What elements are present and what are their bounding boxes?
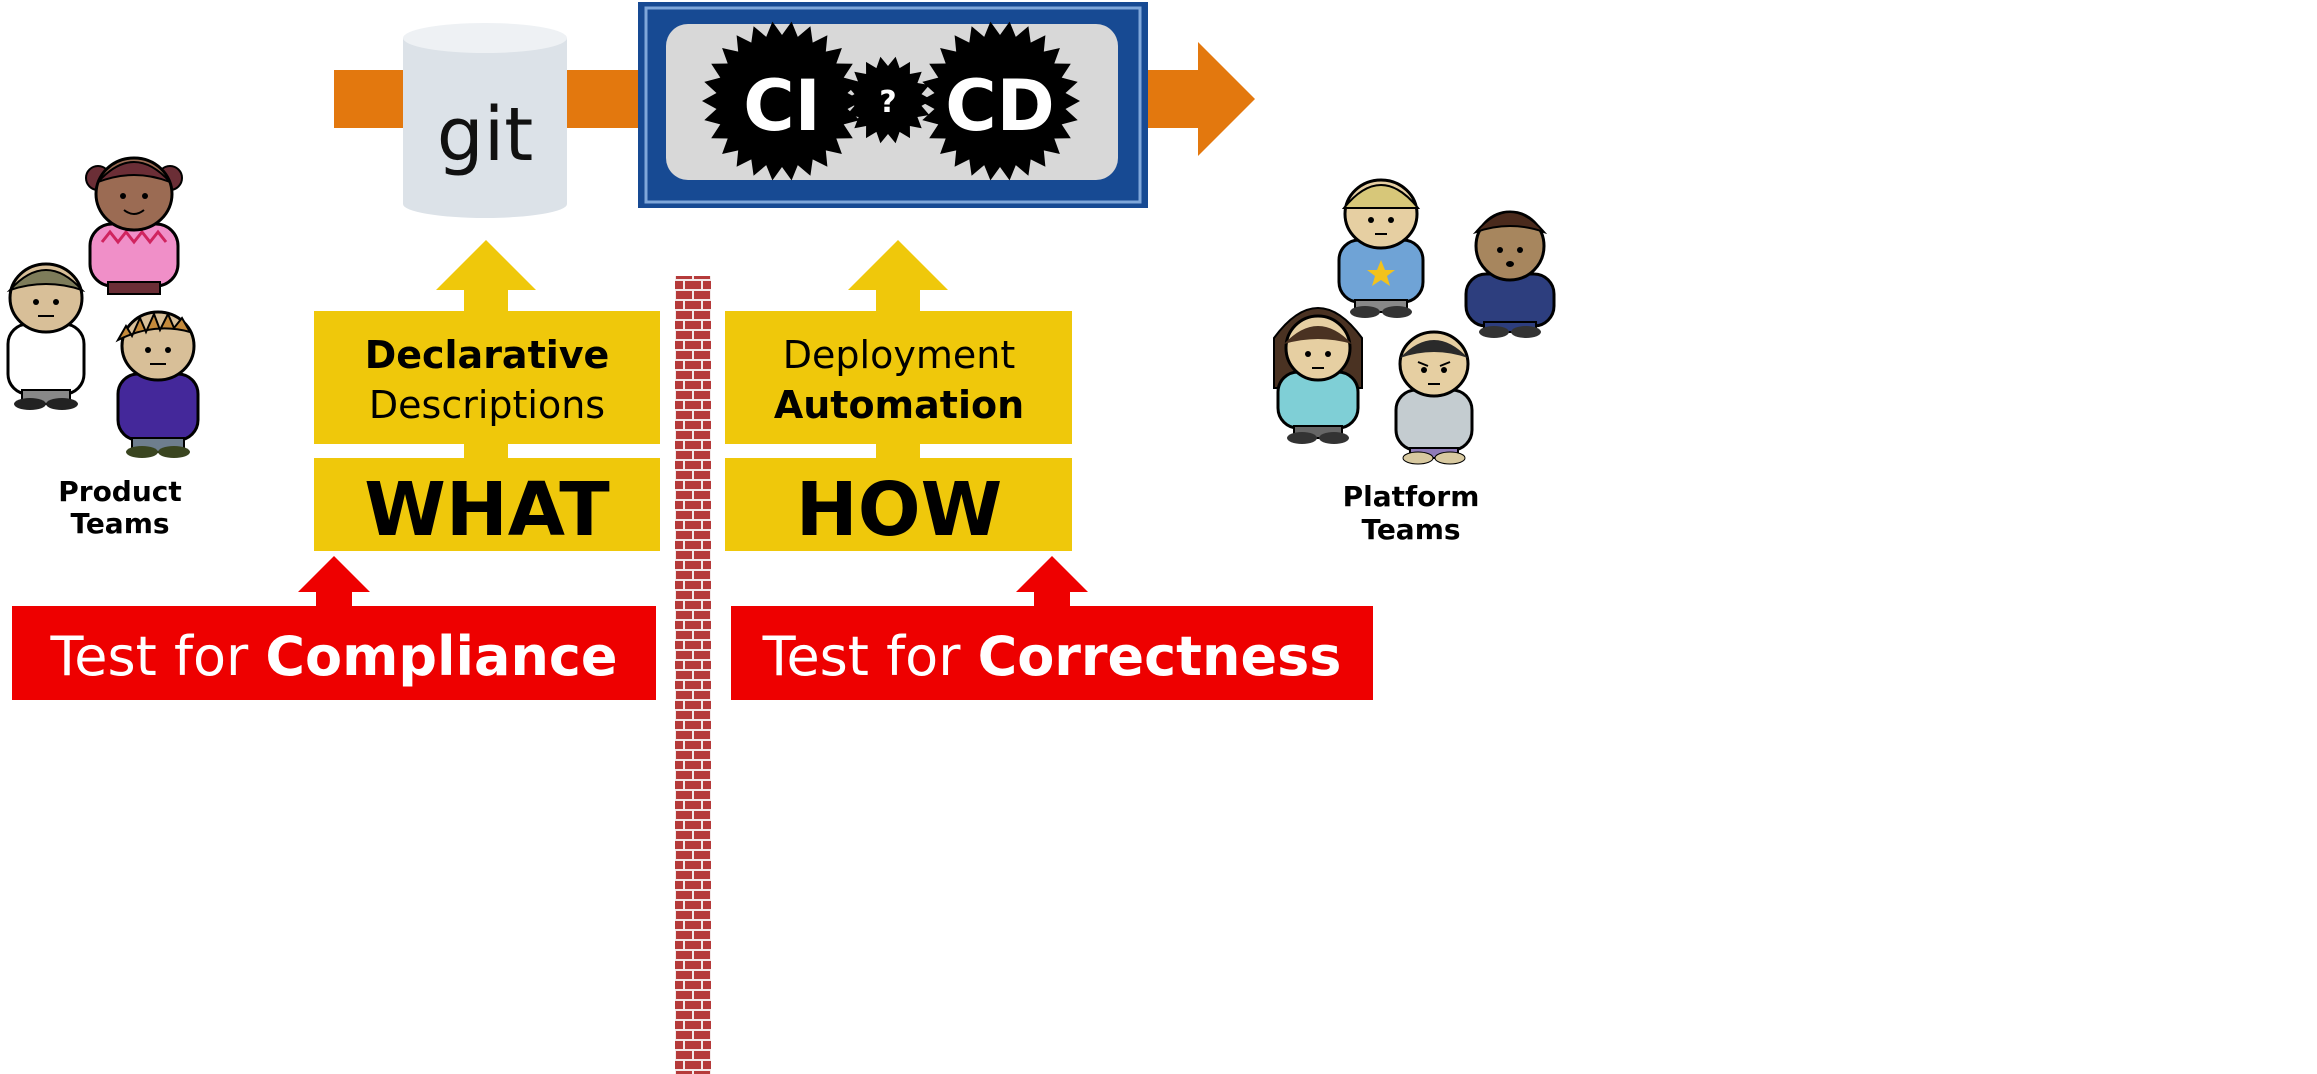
correctness-test-emphasis: Correctness xyxy=(978,625,1342,688)
git-repository-cylinder-icon: git xyxy=(403,23,567,218)
arrow-up-icon xyxy=(298,556,370,592)
correctness-test-banner: Test for Correctness xyxy=(731,556,1373,700)
brick-wall-icon xyxy=(675,276,711,1074)
platform-teams-label-line2: Teams xyxy=(1361,513,1460,546)
link-gear-icon xyxy=(844,56,932,144)
how-sign: Deployment Automation HOW xyxy=(725,240,1072,553)
platform-team-girl-icon xyxy=(1273,307,1363,444)
compliance-test-prefix: Test for xyxy=(49,625,265,688)
cd-gear-icon xyxy=(920,21,1080,181)
how-sign-regular-text: Deployment xyxy=(783,333,1015,377)
what-sign-regular-text: Descriptions xyxy=(369,383,605,427)
platform-teams-label-line1: Platform xyxy=(1343,480,1480,513)
arrow-up-icon xyxy=(848,240,948,290)
what-sign: Declarative Descriptions WHAT xyxy=(314,240,660,553)
what-sign-bold-text: Declarative xyxy=(365,333,610,377)
ci-gear-icon xyxy=(702,21,862,181)
platform-team-boy-grey-icon xyxy=(1394,330,1474,465)
compliance-test-text: Test for Compliance xyxy=(49,625,617,688)
platform-team-boy-navy-icon xyxy=(1464,210,1556,338)
correctness-test-text: Test for Correctness xyxy=(762,625,1342,688)
compliance-test-emphasis: Compliance xyxy=(265,625,617,688)
what-label: WHAT xyxy=(364,467,610,553)
link-label: ? xyxy=(879,85,896,120)
product-team-boy-white-icon xyxy=(6,262,86,410)
git-label: git xyxy=(437,92,534,178)
product-team-boy-purple-icon xyxy=(115,310,200,458)
product-teams-label-line2: Teams xyxy=(70,507,169,540)
ci-label: CI xyxy=(743,65,820,147)
arrow-up-icon xyxy=(1016,556,1088,592)
gitops-diagram: git CI ? CD Declarative Descriptions WHA… xyxy=(6,2,1556,1074)
product-teams-label-line1: Product xyxy=(58,475,182,508)
platform-team-boy-blue-icon xyxy=(1337,178,1425,318)
how-label: HOW xyxy=(796,467,1002,553)
ci-cd-panel: CI ? CD xyxy=(638,2,1148,208)
arrow-up-icon xyxy=(436,240,536,290)
cd-label: CD xyxy=(945,65,1054,147)
compliance-test-banner: Test for Compliance xyxy=(12,556,656,700)
how-sign-bold-text: Automation xyxy=(774,383,1024,427)
product-team-girl-icon xyxy=(85,156,183,295)
correctness-test-prefix: Test for xyxy=(762,625,978,688)
